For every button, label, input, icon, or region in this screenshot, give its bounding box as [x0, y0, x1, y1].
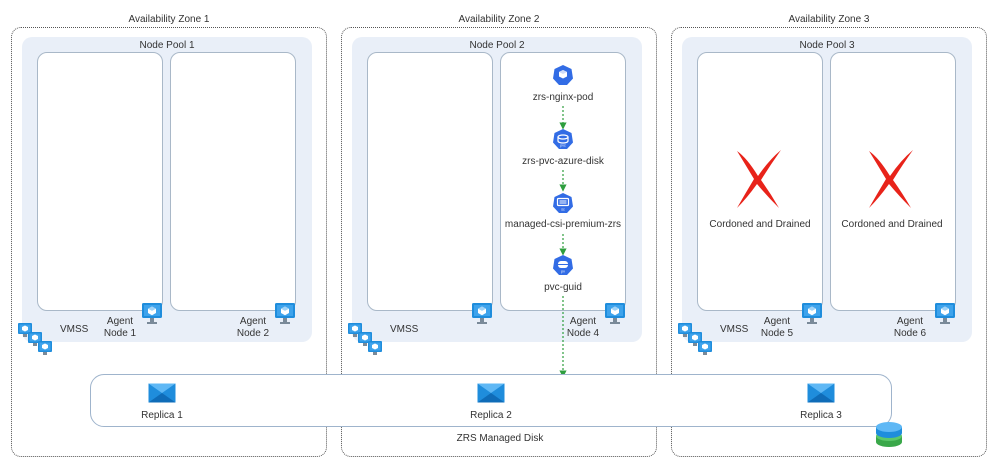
- node-box-3: [367, 52, 493, 311]
- k8s-pv-label: pvc-guid: [544, 282, 582, 293]
- vmss-icon: [677, 322, 715, 358]
- availability-zone-2: [341, 27, 657, 457]
- replica-3-label: Replica 3: [800, 410, 842, 421]
- agent-label-line2: Node 2: [236, 328, 270, 339]
- k8s-pvc-icon: pvc: [552, 128, 574, 150]
- managed-disk-icon: [477, 383, 505, 403]
- availability-zone-3: [671, 27, 987, 457]
- agent-label-line1: Agent: [763, 316, 791, 327]
- red-x-icon: [733, 148, 783, 210]
- agent-label-line1: Agent: [239, 316, 267, 327]
- replica-2-label: Replica 2: [470, 410, 512, 421]
- vmss-icon: [17, 322, 55, 358]
- k8s-pv-icon: pv: [552, 254, 574, 276]
- vm-icon: [934, 302, 956, 326]
- agent-label-line2: Node 5: [760, 328, 794, 339]
- k8s-pod-label: zrs-nginx-pod: [532, 92, 594, 103]
- k8s-pod-icon: [552, 64, 574, 86]
- zone-2-label: Availability Zone 2: [458, 14, 540, 25]
- replica-1-label: Replica 1: [141, 410, 183, 421]
- agent-label-line1: Agent: [896, 316, 924, 327]
- zone-1-label: Availability Zone 1: [128, 14, 210, 25]
- availability-zone-1: [11, 27, 327, 457]
- vm-icon: [141, 302, 163, 326]
- agent-label-line2: Node 6: [893, 328, 927, 339]
- vm-icon: [801, 302, 823, 326]
- cordoned-label-node-6: Cordoned and Drained: [841, 219, 943, 230]
- node-pool-3-label: Node Pool 3: [799, 40, 855, 51]
- agent-label-line1: Agent: [106, 316, 134, 327]
- vmss-label: VMSS: [60, 324, 89, 335]
- k8s-pvc-label: zrs-pvc-azure-disk: [522, 156, 604, 167]
- agent-label-line1: Agent: [569, 316, 597, 327]
- vmss-label: VMSS: [390, 324, 419, 335]
- zrs-managed-disk-label: ZRS Managed Disk: [456, 433, 544, 444]
- agent-node-6-label: Agent Node 6: [890, 316, 930, 340]
- vmss-icon: [347, 322, 385, 358]
- k8s-chain-arrows: [559, 106, 567, 378]
- svg-text:pv: pv: [561, 270, 565, 274]
- node-pool-2-label: Node Pool 2: [469, 40, 525, 51]
- agent-node-4-label: Agent Node 4: [563, 316, 603, 340]
- node-pool-1-label: Node Pool 1: [139, 40, 195, 51]
- vm-icon: [274, 302, 296, 326]
- vm-icon: [604, 302, 626, 326]
- red-x-icon: [865, 148, 915, 210]
- vm-icon: [471, 302, 493, 326]
- zone-3-label: Availability Zone 3: [788, 14, 870, 25]
- k8s-storageclass-icon: sc: [552, 192, 574, 214]
- agent-node-1-label: Agent Node 1: [100, 316, 140, 340]
- node-box-1: [37, 52, 163, 311]
- agent-label-line2: Node 4: [566, 328, 600, 339]
- managed-disk-icon: [148, 383, 176, 403]
- svg-text:pvc: pvc: [560, 144, 566, 148]
- disk-stack-icon: [874, 420, 904, 448]
- agent-node-5-label: Agent Node 5: [757, 316, 797, 340]
- k8s-storageclass-label: managed-csi-premium-zrs: [504, 219, 622, 230]
- managed-disk-icon: [807, 383, 835, 403]
- vmss-label: VMSS: [720, 324, 749, 335]
- svg-text:sc: sc: [561, 208, 565, 212]
- agent-label-line2: Node 1: [103, 328, 137, 339]
- agent-node-2-label: Agent Node 2: [233, 316, 273, 340]
- cordoned-label-node-5: Cordoned and Drained: [709, 219, 811, 230]
- node-box-2: [170, 52, 296, 311]
